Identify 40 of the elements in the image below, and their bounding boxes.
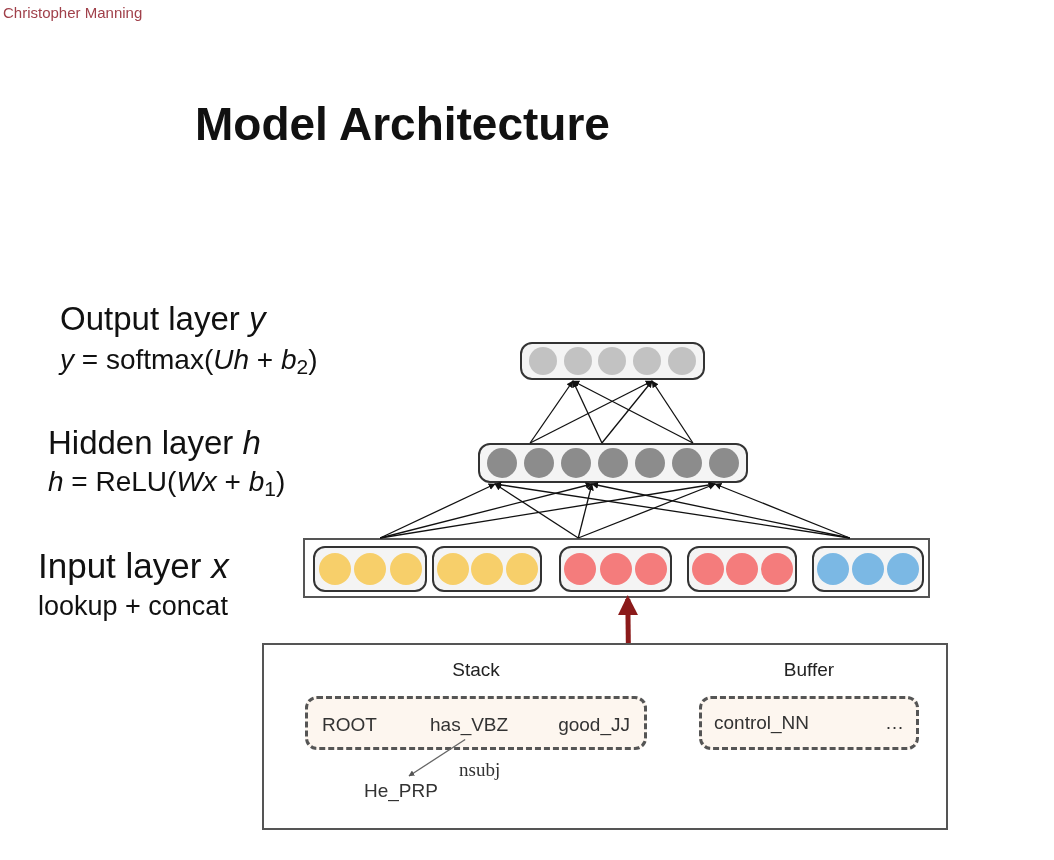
neuron-layer-bar xyxy=(687,546,797,592)
neuron-layer-bar xyxy=(432,546,542,592)
arrow xyxy=(577,483,716,539)
arrow xyxy=(529,380,574,444)
arrow xyxy=(651,380,694,444)
layer-box xyxy=(303,538,930,598)
panel-heading: Buffer xyxy=(783,658,835,682)
neuron-layer-bar xyxy=(313,546,427,592)
arrow xyxy=(618,595,638,644)
token-text: control_NN xyxy=(714,710,810,736)
neuron-layer-bar xyxy=(559,546,672,592)
layer-box xyxy=(262,643,948,830)
arrow xyxy=(408,738,466,777)
layer-label: lookup + concat xyxy=(38,590,228,623)
arrow xyxy=(601,380,653,444)
arrow xyxy=(577,483,594,539)
author-name: Christopher Manning xyxy=(3,4,143,23)
layer-label: y = softmax(Uh + b$_{2}$) xyxy=(60,343,318,377)
panel-heading: Stack xyxy=(452,658,500,682)
arrow xyxy=(572,380,694,444)
neuron-layer-bar xyxy=(520,342,705,380)
arrow xyxy=(572,380,603,444)
arrow xyxy=(379,481,716,539)
arrow xyxy=(714,483,851,539)
token-text: … xyxy=(885,710,904,735)
layer-label: h = ReLU(Wx + b$_{1}$) xyxy=(48,465,286,499)
arrow xyxy=(529,380,653,444)
layer-label: Output layer y xyxy=(60,299,266,339)
arrow xyxy=(379,483,496,539)
neuron-layer-bar xyxy=(812,546,924,592)
token-text: has_VBZ xyxy=(430,711,509,740)
token-text: ROOT xyxy=(322,711,377,740)
layer-label: Hidden layer h xyxy=(48,423,261,463)
token-text: He_PRP xyxy=(364,777,464,805)
layer-label: Input layer x xyxy=(38,545,229,587)
edge-label: nsubj xyxy=(459,759,501,779)
token-text: good_JJ xyxy=(558,711,630,740)
slide-title: Model Architecture xyxy=(195,97,610,152)
arrow xyxy=(494,483,579,539)
neuron-layer-bar xyxy=(478,443,748,483)
